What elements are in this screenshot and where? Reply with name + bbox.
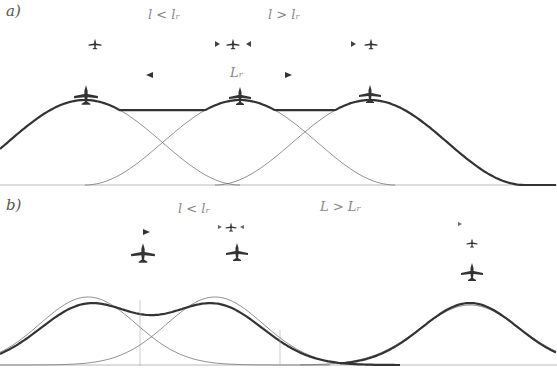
panel-label: a) — [6, 4, 21, 19]
direction-arrow — [146, 72, 292, 78]
panel-label: b) — [6, 198, 21, 213]
pattern-curve — [85, 100, 395, 185]
direction-arrow — [143, 229, 150, 235]
direction-arrow — [218, 222, 462, 229]
direction-arrow — [215, 41, 356, 47]
condition-label: l > lᵣ — [268, 8, 300, 21]
aircraft-icon — [131, 243, 155, 263]
aircraft-icon — [226, 243, 248, 261]
pattern-curve — [0, 100, 556, 185]
condition-label: l < lᵣ — [178, 202, 210, 215]
aircraft-icon — [365, 39, 378, 50]
aircraft-icon — [461, 263, 483, 281]
aircraft-icon — [89, 39, 102, 50]
condition-label: L > Lᵣ — [320, 200, 361, 213]
aircraft-icon — [229, 87, 251, 105]
aircraft-icon — [227, 39, 240, 50]
distance-label: Lᵣ — [230, 66, 243, 79]
condition-label: l < lᵣ — [148, 8, 180, 21]
pattern-curve — [0, 100, 240, 185]
aircraft-icon — [226, 223, 237, 232]
pattern-curve — [340, 303, 556, 363]
aircraft-icon — [359, 85, 381, 103]
pattern-curve — [0, 297, 330, 365]
aircraft-icon — [74, 85, 98, 105]
pattern-curve — [140, 300, 280, 366]
pattern-curve — [0, 297, 400, 365]
pattern-curve — [0, 185, 557, 186]
pattern-curve — [300, 305, 556, 365]
pattern-curve — [215, 100, 525, 185]
pattern-curve — [0, 303, 400, 365]
aircraft-icon — [467, 239, 478, 248]
